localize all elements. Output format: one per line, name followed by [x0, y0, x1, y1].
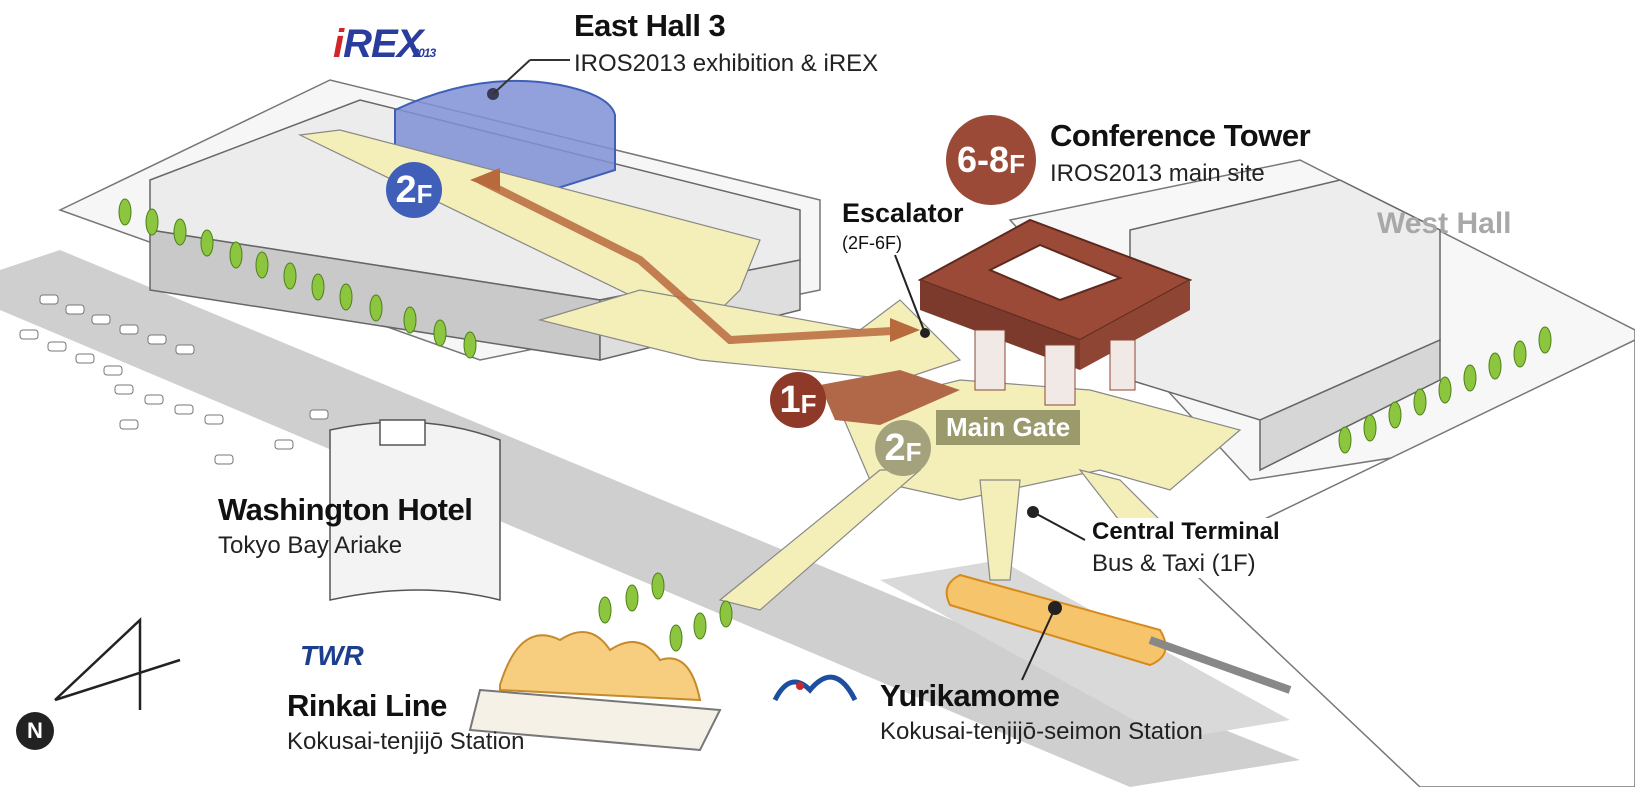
central-terminal-title: Central Terminal	[1092, 518, 1280, 545]
terminal-marker	[1027, 506, 1039, 518]
main-gate-label: Main Gate	[936, 410, 1081, 445]
east-hall-3-pointer	[492, 59, 531, 95]
west-hall-label: West Hall	[1377, 207, 1512, 240]
escalator-subtitle: (2F-6F)	[842, 233, 902, 253]
yurikamome-station-building	[945, 573, 1292, 694]
yurikamome-subtitle: Kokusai-tenjijō-seimon Station	[880, 718, 1203, 745]
yurikamome-label: Yurikamome Kokusai-tenjijō-seimon Statio…	[880, 678, 1203, 746]
escalator-title: Escalator	[842, 198, 964, 228]
rinkai-line-subtitle: Kokusai-tenjijō Station	[287, 728, 525, 755]
east-hall-3-label: East Hall 3 IROS2013 exhibition & iREX	[574, 8, 878, 78]
hotel-title: Washington Hotel	[218, 492, 473, 527]
hotel-subtitle: Tokyo Bay Ariake	[218, 532, 403, 559]
route-arrow-2f	[478, 176, 911, 345]
conference-tower-title: Conference Tower	[1050, 118, 1311, 153]
hotel-building	[329, 419, 501, 601]
escalator-pointer	[894, 254, 926, 334]
conference-tower-label: Conference Tower IROS2013 main site	[1050, 118, 1311, 188]
yurikamome-title: Yurikamome	[880, 678, 1060, 713]
conference-tower-subtitle: IROS2013 main site	[1050, 160, 1265, 187]
north-badge: N	[16, 712, 54, 750]
irex-logo: iREX 2013	[333, 22, 437, 66]
main-road	[0, 250, 1300, 787]
rinkai-line-title: Rinkai Line	[287, 688, 447, 723]
right-plaza	[1178, 339, 1635, 787]
conference-tower-building	[917, 218, 1193, 406]
east-hall-3-subtitle: IROS2013 exhibition & iREX	[574, 50, 879, 77]
central-terminal-subtitle: Bus & Taxi (1F)	[1092, 550, 1256, 577]
irex-logo-year: 2013	[412, 46, 437, 60]
rinkai-station-building	[468, 631, 722, 752]
ground-floor-plaza	[820, 370, 960, 425]
central-terminal-label: Central Terminal Bus & Taxi (1F)	[1088, 518, 1284, 578]
east-hall-3-title: East Hall 3	[574, 8, 726, 43]
yurikamome-logo	[772, 674, 858, 702]
parked-cars	[19, 294, 329, 465]
twr-logo: TWR	[300, 640, 364, 671]
north-arrow	[54, 617, 181, 710]
rinkai-line-label: Rinkai Line Kokusai-tenjijō Station	[287, 688, 524, 756]
hotel-label: Washington Hotel Tokyo Bay Ariake	[218, 492, 473, 560]
trees	[118, 198, 1552, 652]
escalator-label: Escalator (2F-6F)	[842, 198, 964, 254]
